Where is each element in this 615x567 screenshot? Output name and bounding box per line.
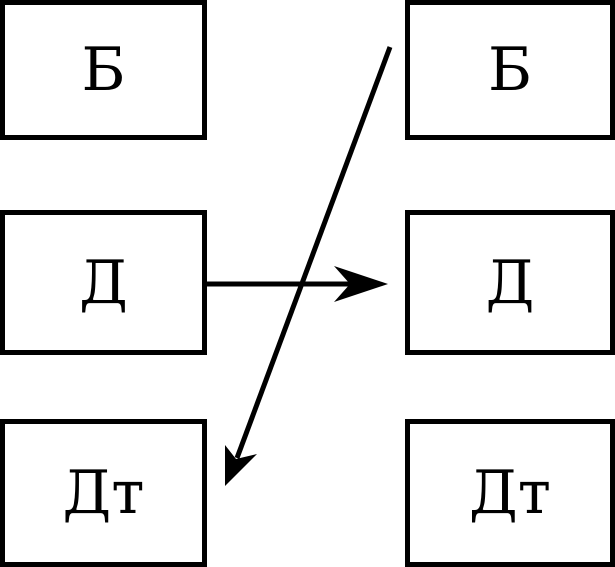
left-box-dt-label: Дт <box>62 458 145 528</box>
arrow-b-to-dt-line <box>234 46 393 459</box>
arrow-d-to-d-head <box>334 266 388 302</box>
left-box-dt: Дт <box>0 419 207 567</box>
arrow-b-to-dt-head <box>225 445 257 486</box>
right-box-dt-label: Дт <box>469 458 551 528</box>
right-box-b-label: Б <box>487 35 533 105</box>
right-box-d-label: Д <box>485 247 535 318</box>
right-box-b: Б <box>405 0 615 140</box>
right-box-dt: Дт <box>405 419 615 567</box>
left-box-b-label: Б <box>81 35 126 105</box>
left-box-d: Д <box>0 210 207 355</box>
left-box-b: Б <box>0 0 207 140</box>
right-box-d: Д <box>405 210 615 355</box>
left-box-d-label: Д <box>79 247 128 318</box>
